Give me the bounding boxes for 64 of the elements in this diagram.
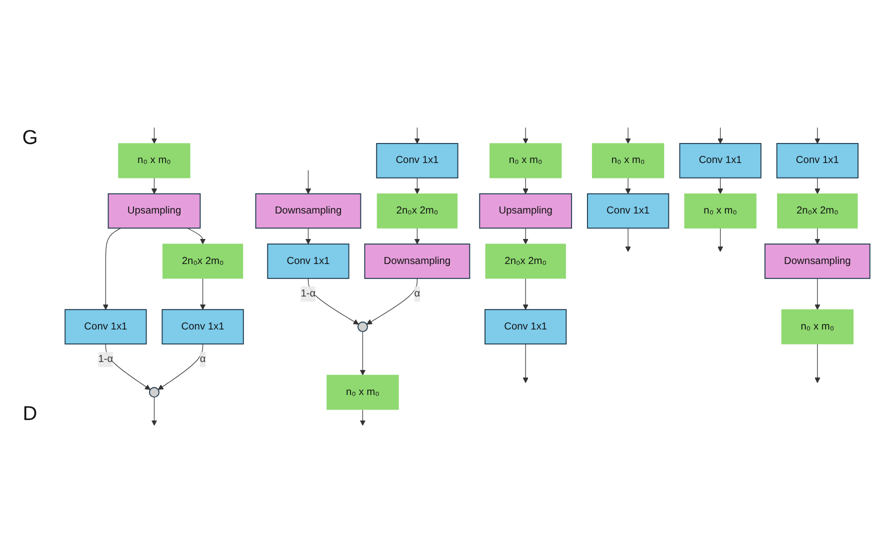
node-box: n₀ x m₀	[118, 143, 190, 178]
arrow	[718, 127, 724, 144]
arrow	[414, 127, 420, 144]
arrow	[814, 278, 820, 310]
node-box: n₀ x m₀	[592, 143, 664, 178]
arrow	[360, 331, 366, 376]
arrow	[625, 178, 631, 194]
arrow	[718, 228, 724, 252]
arrow	[414, 228, 420, 244]
arrow	[625, 127, 631, 144]
arrow	[522, 344, 528, 384]
arrow	[414, 178, 420, 194]
arrow	[522, 127, 528, 144]
arrow	[814, 344, 820, 384]
node-box: 2n₀x 2m₀	[162, 244, 244, 279]
node-box: Conv 1x1	[679, 143, 762, 178]
node-box: Conv 1x1	[776, 143, 858, 178]
arrow	[151, 127, 158, 144]
arrow	[305, 170, 312, 194]
node-box: n₀ x m₀	[326, 374, 399, 410]
arrow	[522, 178, 528, 194]
arrow	[360, 409, 366, 426]
arrow	[814, 178, 820, 194]
arrow	[522, 228, 528, 244]
edge-label: α	[200, 354, 206, 365]
edge-label: 1-α	[300, 288, 316, 300]
node-box: Conv 1x1	[267, 244, 350, 279]
arrow	[151, 396, 158, 426]
arrow	[718, 178, 724, 194]
node-box: n₀ x m₀	[781, 309, 854, 344]
arrow	[187, 228, 206, 244]
node-box: Conv 1x1	[162, 309, 244, 344]
node-box: Conv 1x1	[484, 309, 567, 344]
node-box: Upsampling	[479, 193, 572, 229]
arrow	[200, 278, 206, 310]
node-box: Downsampling	[764, 244, 870, 279]
node-box: 2n₀x 2m₀	[485, 244, 566, 279]
node-box: n₀ x m₀	[490, 143, 562, 178]
arrow	[814, 127, 820, 144]
node-circle	[357, 322, 368, 332]
arrow	[105, 344, 151, 390]
node-box: Downsampling	[255, 193, 362, 229]
node-box: n₀ x m₀	[684, 193, 756, 228]
node-box: Conv 1x1	[587, 193, 670, 229]
edge-label: α	[414, 288, 420, 300]
arrow	[151, 178, 158, 194]
arrow	[814, 228, 820, 244]
row-label: D	[22, 403, 38, 426]
arrow	[625, 228, 631, 252]
node-circle	[148, 387, 160, 398]
node-box: Conv 1x1	[64, 309, 147, 344]
node-box: Downsampling	[364, 244, 470, 279]
node-box: Conv 1x1	[376, 143, 458, 178]
arrow	[305, 228, 312, 244]
arrow	[102, 228, 122, 310]
arrow	[522, 278, 528, 310]
node-box: 2n₀x 2m₀	[777, 193, 858, 228]
arrow	[158, 344, 204, 390]
edge-label: 1-α	[98, 354, 114, 365]
arrow	[366, 278, 418, 325]
node-box: Upsampling	[108, 193, 201, 229]
arrow	[308, 278, 359, 325]
row-label: G	[22, 126, 38, 150]
node-box: 2n₀x 2m₀	[376, 193, 458, 228]
